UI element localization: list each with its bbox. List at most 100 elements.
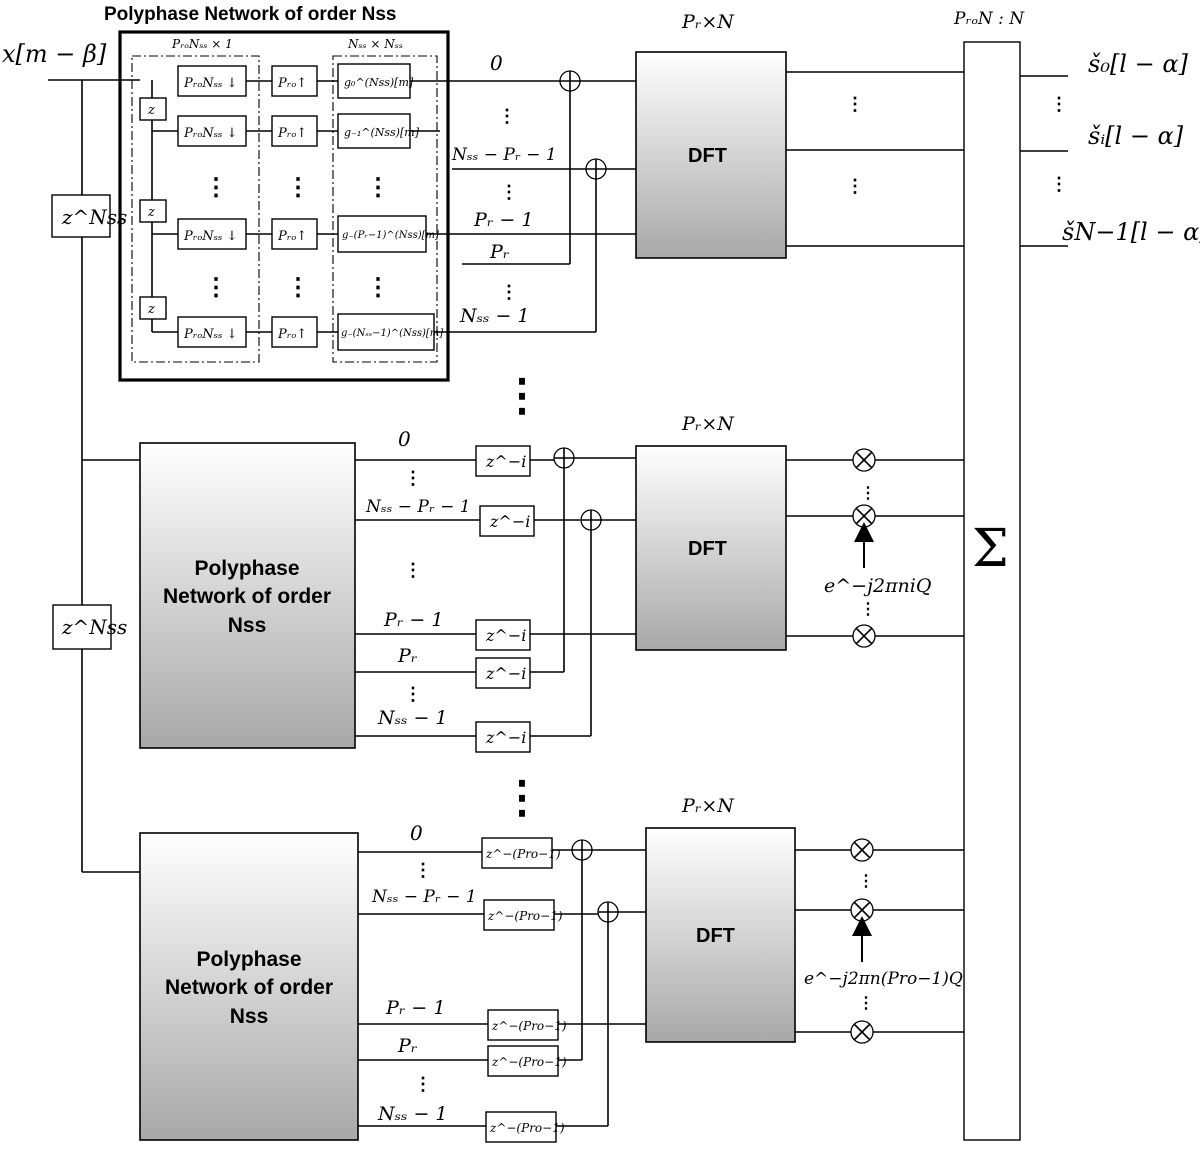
bot-sig-0: 0 bbox=[410, 821, 423, 845]
upsampler-nss-label: Pᵣₒ↑ bbox=[277, 327, 307, 342]
top-dft-block bbox=[635, 51, 787, 259]
mid-delay-4-label: z^−i bbox=[485, 728, 526, 747]
z-delay-3-label: z bbox=[147, 302, 155, 317]
mid-network-label-2: Network of order bbox=[163, 585, 331, 608]
top-sig-dots-2: ⋮ bbox=[500, 182, 518, 202]
upsampler-0-label: Pᵣₒ↑ bbox=[277, 76, 307, 91]
mid-mult-dots-2: ⋮ bbox=[860, 601, 876, 618]
filter-pr-label: g₋(Pᵣ−1)^(Nss)[m] bbox=[342, 230, 439, 241]
mid-sig-c: Pᵣ bbox=[397, 645, 418, 667]
upsampler-nss bbox=[271, 316, 318, 348]
bot-delay-2 bbox=[487, 1009, 559, 1041]
top-sig-a: Nₛₛ − Pᵣ − 1 bbox=[451, 145, 557, 165]
filter-column bbox=[332, 55, 438, 363]
top-sig-0: 0 bbox=[490, 51, 503, 75]
bot-polyphase-network bbox=[139, 832, 359, 1141]
top-sig-dots-1: ⋮ bbox=[498, 106, 516, 126]
top-sig-d: Nₛₛ − 1 bbox=[459, 305, 530, 327]
bot-mult-dots-2: ⋮ bbox=[858, 995, 874, 1012]
top-out-dots-1: ⋮ bbox=[846, 94, 864, 114]
mid-polyphase-network bbox=[139, 442, 356, 749]
stage-dots-1: ⋮ bbox=[500, 371, 544, 420]
bot-delay-3 bbox=[487, 1045, 559, 1077]
top-sig-dots-3: ⋮ bbox=[500, 282, 518, 302]
filter-1 bbox=[337, 113, 411, 149]
bot-sig-b: Pᵣ − 1 bbox=[385, 997, 445, 1019]
mid-delay-0 bbox=[475, 445, 531, 477]
bot-delay-0 bbox=[481, 837, 553, 869]
summation-symbol: Σ bbox=[972, 519, 1009, 579]
bot-delay-2-label: z^−(Pro−1) bbox=[491, 1019, 567, 1033]
mid-sig-d: Nₛₛ − 1 bbox=[377, 707, 448, 729]
bot-delay-0-label: z^−(Pro−1) bbox=[485, 847, 561, 861]
mid-network-label-1: Polyphase bbox=[194, 557, 299, 580]
filter-pr bbox=[337, 215, 427, 253]
bot-delay-3-label: z^−(Pro−1) bbox=[491, 1055, 567, 1069]
stage-dots-2: ⋮ bbox=[500, 773, 544, 822]
bot-network-label-1: Polyphase bbox=[196, 948, 301, 971]
top-polyphase-network bbox=[118, 30, 450, 382]
mid-exp-label: e^−j2πniQ bbox=[824, 575, 931, 597]
mid-sig-0: 0 bbox=[398, 427, 411, 451]
downsampler-0-label: PᵣₒNₛₛ ↓ bbox=[183, 76, 237, 91]
top-out-dots-2: ⋮ bbox=[846, 176, 864, 196]
bot-delay-1 bbox=[483, 899, 555, 931]
downsampler-pr bbox=[177, 218, 247, 250]
dots-down-2: ⋮ bbox=[204, 274, 228, 301]
downsampler-column bbox=[131, 55, 260, 363]
mid-network-label-3: Nss bbox=[228, 614, 267, 637]
bot-network-label-2: Network of order bbox=[165, 976, 333, 999]
upsampler-1-label: Pᵣₒ↑ bbox=[277, 126, 307, 141]
delay-block-1-label: z^Nss bbox=[61, 205, 127, 229]
top-sig-c: Pᵣ bbox=[489, 241, 510, 263]
mid-delay-3 bbox=[475, 657, 531, 689]
z-delay-1 bbox=[139, 97, 167, 121]
mid-delay-1-label: z^−i bbox=[489, 512, 530, 531]
mid-sig-dots-3: ⋮ bbox=[404, 684, 422, 704]
filter-nss bbox=[337, 313, 435, 351]
bot-dft-block bbox=[645, 827, 796, 1043]
downsampler-pr-label: PᵣₒNₛₛ ↓ bbox=[183, 229, 237, 244]
mid-dft-size: Pᵣ×N bbox=[681, 413, 735, 435]
mid-dft-label: DFT bbox=[688, 538, 727, 560]
mid-sig-b: Pᵣ − 1 bbox=[383, 609, 443, 631]
input-signal-label: x[m − β] bbox=[2, 40, 107, 68]
bot-sig-dots-1: ⋮ bbox=[414, 860, 432, 880]
dots-up-1: ⋮ bbox=[286, 174, 310, 201]
bot-sig-dots-3: ⋮ bbox=[414, 1074, 432, 1094]
bot-sig-d: Nₛₛ − 1 bbox=[377, 1103, 448, 1125]
output-dots-1: ⋮ bbox=[1050, 94, 1068, 114]
bot-dft-size: Pᵣ×N bbox=[681, 795, 735, 817]
mid-sig-dots-1: ⋮ bbox=[404, 468, 422, 488]
bot-delay-4-label: z^−(Pro−1) bbox=[489, 1121, 565, 1135]
z-delay-1-label: z bbox=[147, 103, 155, 118]
mid-delay-3-label: z^−i bbox=[485, 664, 526, 683]
downsampler-nss-label: PᵣₒNₛₛ ↓ bbox=[183, 327, 237, 342]
col-header-filter: Nₛₛ × Nₛₛ bbox=[347, 37, 403, 51]
output-i-label: šᵢ[l − α] bbox=[1088, 122, 1184, 150]
top-dft-size: Pᵣ×N bbox=[681, 11, 735, 33]
downsampler-1-label: PᵣₒNₛₛ ↓ bbox=[183, 126, 237, 141]
output-n-label: šN−1[l − α] bbox=[1062, 218, 1200, 246]
mid-sig-a: Nₛₛ − Pᵣ − 1 bbox=[365, 497, 471, 517]
filter-0 bbox=[337, 63, 411, 99]
upsampler-pr-label: Pᵣₒ↑ bbox=[277, 229, 307, 244]
mid-delay-0-label: z^−i bbox=[485, 452, 526, 471]
delay-block-2-label: z^Nss bbox=[61, 615, 127, 639]
bot-delay-4 bbox=[485, 1111, 557, 1143]
filter-nss-label: g₋(Nₛₛ−1)^(Nss)[m] bbox=[341, 328, 443, 339]
dots-filter-2: ⋮ bbox=[366, 274, 390, 301]
output-0-label: š₀[l − α] bbox=[1088, 50, 1189, 78]
bot-dft-label: DFT bbox=[696, 925, 735, 947]
z-delay-2-label: z bbox=[147, 205, 155, 220]
bot-delay-1-label: z^−(Pro−1) bbox=[487, 909, 563, 923]
downsampler-0 bbox=[177, 65, 247, 97]
downsampler-nss bbox=[177, 316, 247, 348]
z-delay-3 bbox=[139, 296, 167, 320]
bot-sig-c: Pᵣ bbox=[397, 1035, 418, 1057]
mid-delay-1 bbox=[479, 505, 535, 537]
top-sig-b: Pᵣ − 1 bbox=[473, 209, 533, 231]
dots-filter-1: ⋮ bbox=[366, 174, 390, 201]
dots-down-1: ⋮ bbox=[204, 174, 228, 201]
